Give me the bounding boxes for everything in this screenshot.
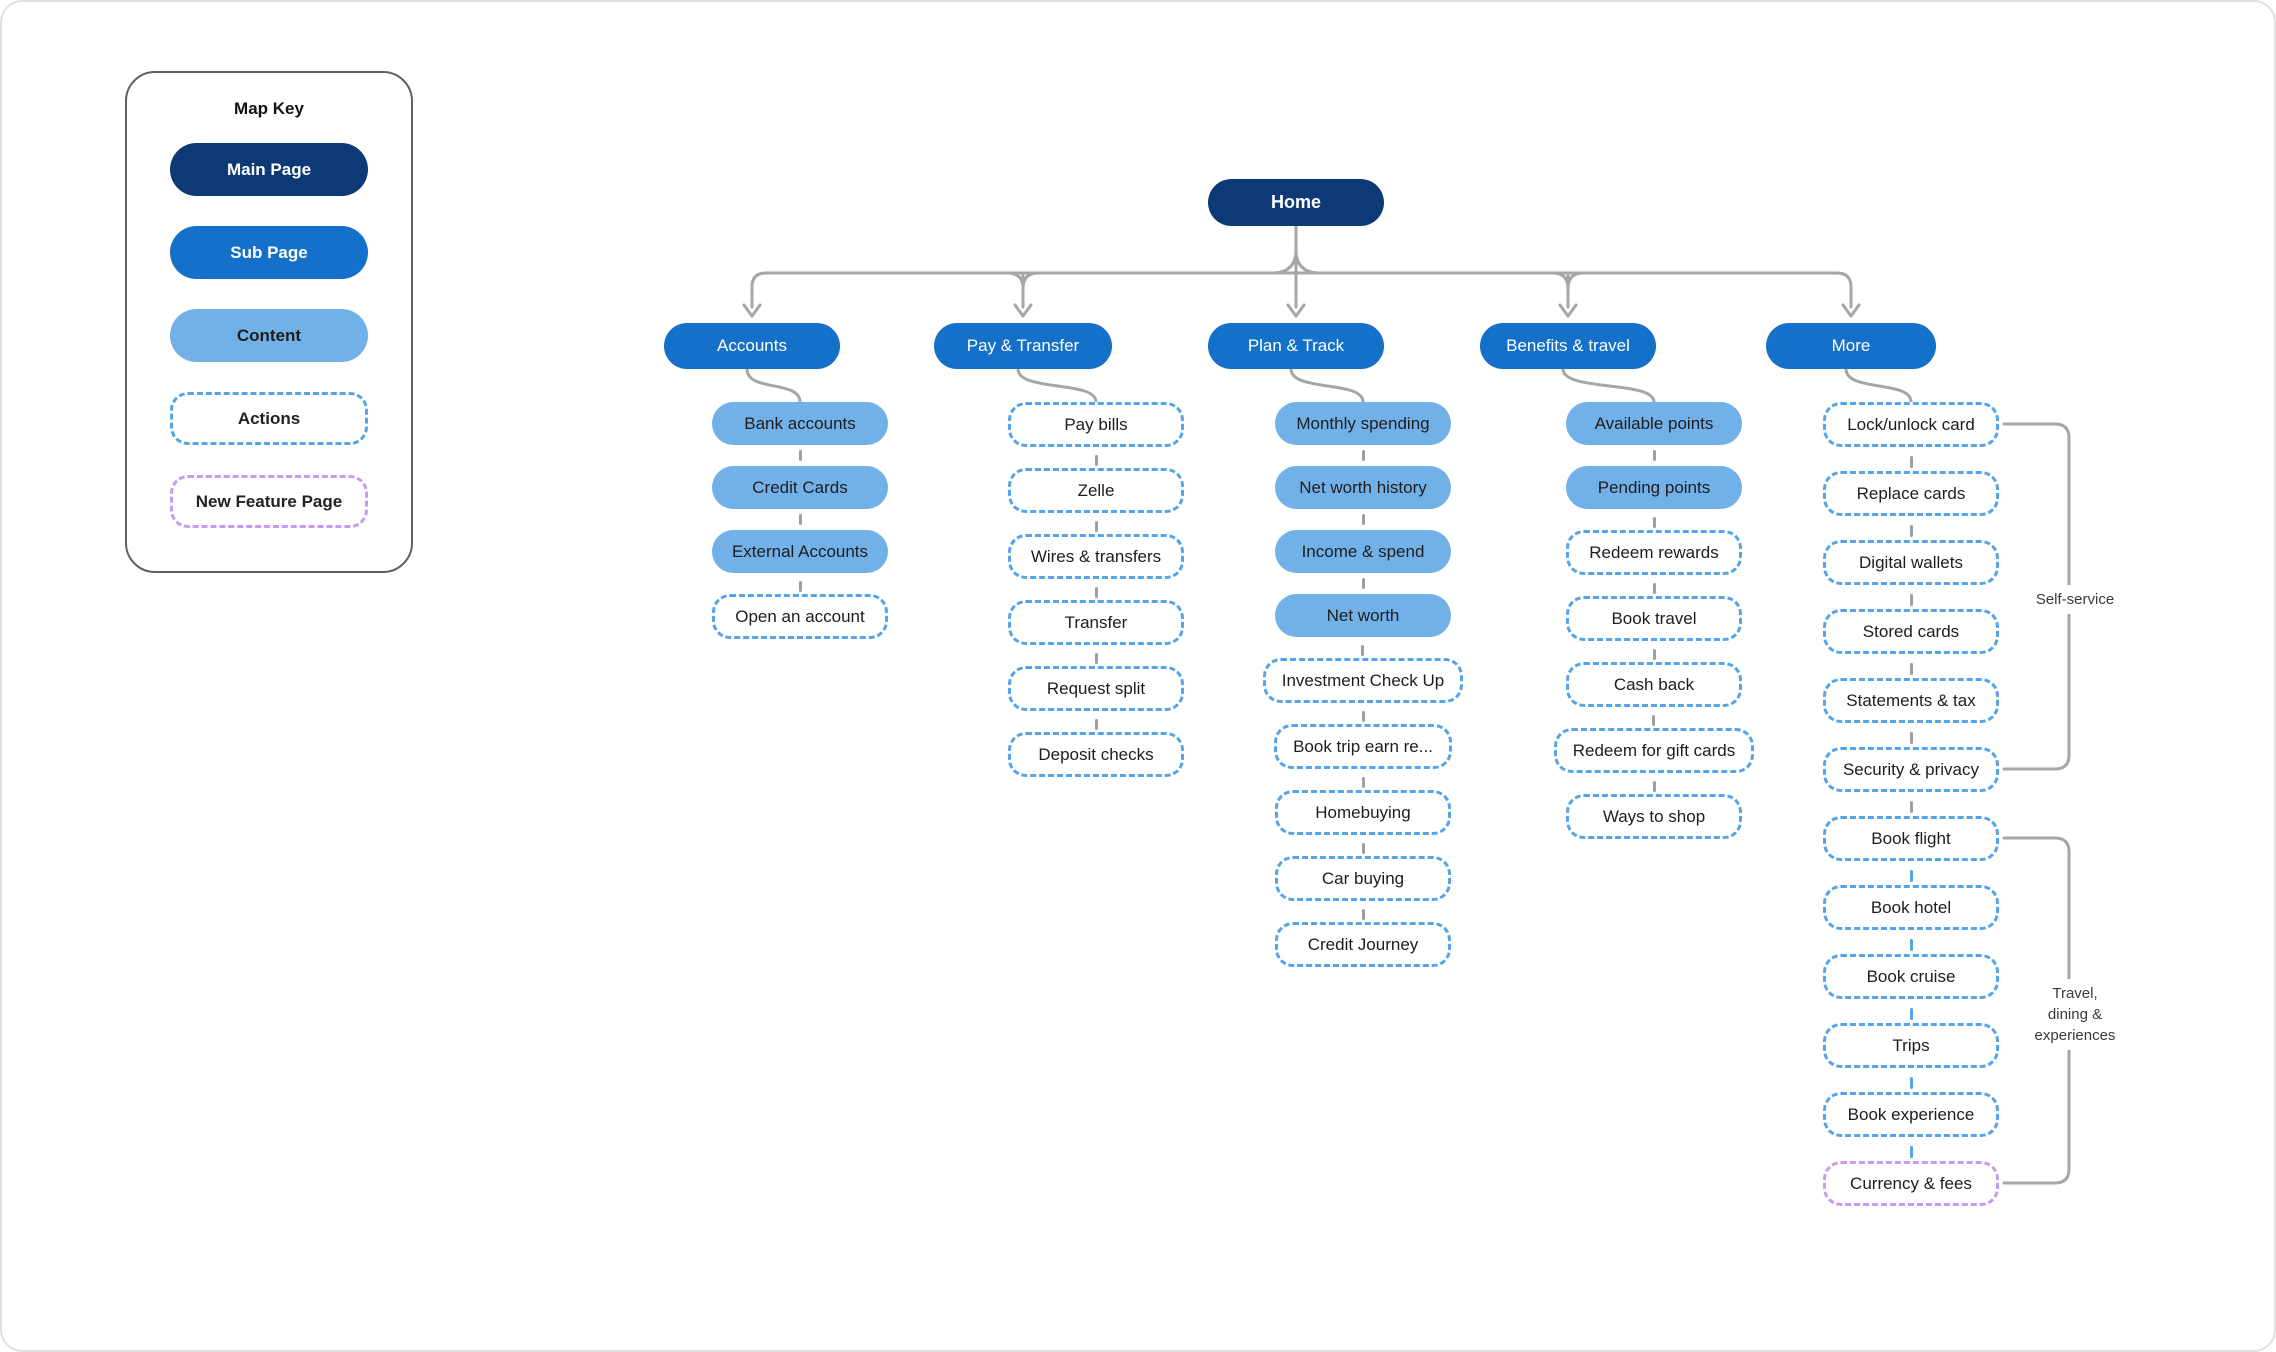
trunk-rail [750,271,1853,309]
node-open-an-account: Open an account [712,581,888,639]
drop-benefits-flare2 [1566,271,1584,290]
node-deposit-checks: Deposit checks [1008,719,1184,777]
drop-pay-flare2 [1021,271,1039,290]
legend-actions: Actions [170,392,368,445]
node-redeem-rewards: Redeem rewards [1566,517,1742,575]
node-monthly-spending: Monthly spending [1275,402,1451,445]
node-plan-track: Plan & Track [1208,323,1384,369]
node-trips: Trips [1823,1008,1999,1068]
self-service-group-label: Self-service [2014,585,2136,614]
map-key-panel: Map Key Main Page Sub Page Content Actio… [125,71,413,573]
arrowhead-plan [1286,303,1306,318]
node-book-flight: Book flight [1823,801,1999,861]
node-external-accounts: External Accounts [712,514,888,573]
node-pending-points: Pending points [1566,450,1742,509]
node-net-worth-history: Net worth history [1275,450,1451,509]
legend-main-page: Main Page [170,143,368,196]
node-book-trip-earn-rewards: Book trip earn re... [1274,711,1452,769]
travel-group-label-line1: Travel, [2052,985,2098,1002]
curve-pay-children [1016,367,1098,404]
node-book-travel: Book travel [1566,583,1742,641]
accounts-children-column: Bank accounts Credit Cards External Acco… [650,402,950,639]
arrowhead-accounts [742,303,762,318]
node-home: Home [1208,179,1384,226]
arrowhead-more [1841,303,1861,318]
arrowhead-benefits [1558,303,1578,318]
node-request-split: Request split [1008,653,1184,711]
node-homebuying: Homebuying [1275,777,1451,835]
node-pay-transfer: Pay & Transfer [934,323,1112,369]
legend-sub-page: Sub Page [170,226,368,279]
node-security-privacy: Security & privacy [1823,732,1999,792]
drop-pay-flare [1007,271,1025,290]
node-pay-bills: Pay bills [1008,402,1184,447]
node-credit-journey: Credit Journey [1275,909,1451,967]
node-book-hotel: Book hotel [1823,870,1999,930]
node-net-worth: Net worth [1275,578,1451,637]
node-more: More [1766,323,1936,369]
travel-group-label: Travel, dining & experiences [2004,979,2146,1050]
node-statements-tax: Statements & tax [1823,663,1999,723]
node-income-spend: Income & spend [1275,514,1451,573]
node-benefits-travel: Benefits & travel [1480,323,1656,369]
node-book-cruise: Book cruise [1823,939,1999,999]
arrowhead-pay [1013,303,1033,318]
node-investment-check-up: Investment Check Up [1262,645,1464,703]
curve-more-children [1844,367,1913,404]
legend-content: Content [170,309,368,362]
node-wires-transfers: Wires & transfers [1008,521,1184,579]
pay-transfer-children-column: Pay bills Zelle Wires & transfers Transf… [946,402,1246,777]
legend-new-feature-page: New Feature Page [170,475,368,528]
node-currency-fees: Currency & fees [1823,1146,1999,1206]
node-available-points: Available points [1566,402,1742,445]
trunk-flare-right [1294,248,1320,275]
node-stored-cards: Stored cards [1823,594,1999,654]
curve-plan-children [1289,367,1365,404]
benefits-travel-children-column: Available points Pending points Redeem r… [1504,402,1804,839]
node-lock-unlock-card: Lock/unlock card [1823,402,1999,447]
drop-benefits-flare [1552,271,1570,290]
node-accounts: Accounts [664,323,840,369]
curve-benefits-children [1561,367,1656,404]
node-replace-cards: Replace cards [1823,456,1999,516]
more-children-column: Lock/unlock card Replace cards Digital w… [1761,402,2061,1206]
node-digital-wallets: Digital wallets [1823,525,1999,585]
node-cash-back: Cash back [1566,649,1742,707]
node-redeem-for-gift-cards: Redeem for gift cards [1553,715,1755,773]
node-car-buying: Car buying [1275,843,1451,901]
curve-accounts-children [745,367,802,404]
plan-track-children-column: Monthly spending Net worth history Incom… [1213,402,1513,967]
trunk-flare-left [1272,248,1298,275]
travel-group-label-line3: experiences [2034,1027,2116,1044]
node-book-experience: Book experience [1823,1077,1999,1137]
node-transfer: Transfer [1008,587,1184,645]
travel-group-label-line2: dining & [2047,1006,2103,1023]
node-zelle: Zelle [1008,455,1184,513]
node-ways-to-shop: Ways to shop [1566,781,1742,839]
map-key-title: Map Key [234,99,304,118]
node-bank-accounts: Bank accounts [712,402,888,445]
node-credit-cards: Credit Cards [712,450,888,509]
